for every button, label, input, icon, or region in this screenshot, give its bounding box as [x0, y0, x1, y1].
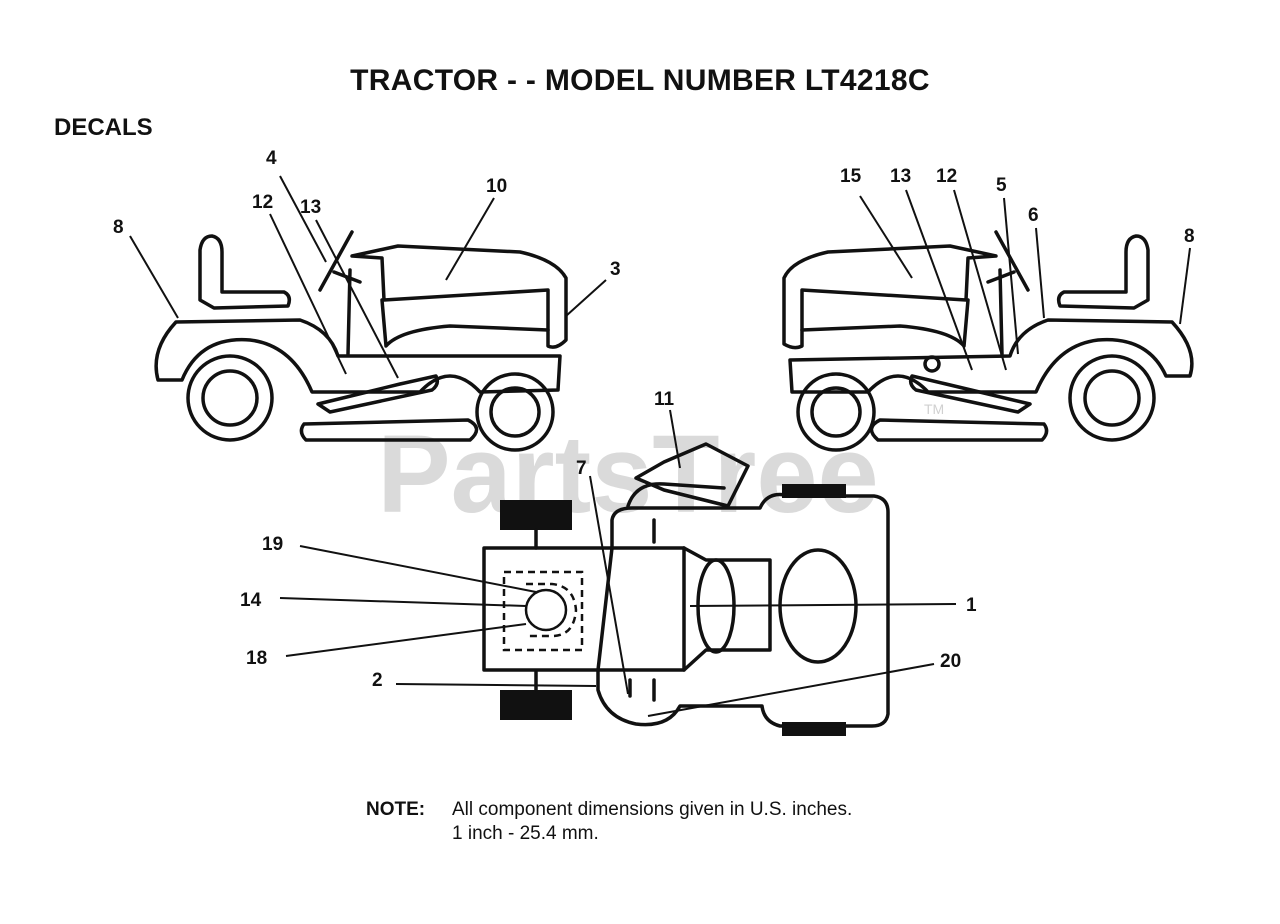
note-label: NOTE:	[366, 799, 426, 820]
left-side-callouts: 8 12 4 13 10 3	[113, 148, 621, 379]
footrest-right	[908, 374, 1032, 414]
section-label: DECALS	[54, 114, 153, 141]
discharge-chute-top	[634, 442, 750, 508]
callout-8-left: 8	[113, 217, 124, 238]
rear-tire-top-lower	[500, 690, 572, 720]
callout-3-left: 3	[610, 259, 621, 280]
mower-deck-right	[869, 418, 1049, 442]
note-line-1: All component dimensions given in U.S. i…	[452, 799, 853, 820]
callout-8-right: 8	[1184, 226, 1195, 247]
front-wheel-hub-right	[810, 386, 862, 438]
steering-wheel-left	[318, 230, 362, 292]
callout-4-left: 4	[266, 148, 277, 169]
callout-15-right: 15	[840, 166, 862, 187]
callout-20-top: 20	[940, 651, 961, 672]
front-tire-top-lower	[782, 722, 846, 736]
callout-7-top: 7	[576, 458, 587, 479]
right-side-callouts: 15 13 12 5 6 8	[840, 166, 1195, 371]
hood-lower-left	[380, 298, 550, 348]
callout-12-left: 12	[252, 192, 273, 213]
seat-decal-area-top	[502, 570, 584, 652]
top-view-callouts: 11 7 19 14 18 2 1 20	[240, 389, 977, 717]
callout-14-top: 14	[240, 590, 262, 611]
rear-fender-right	[788, 318, 1194, 394]
hood-lower-right	[800, 298, 970, 348]
seat-left	[198, 234, 292, 310]
note-line-2: 1 inch - 25.4 mm.	[452, 823, 599, 844]
front-wheel-left	[475, 372, 555, 452]
callout-2-top: 2	[372, 670, 383, 691]
callout-5-right: 5	[996, 175, 1007, 196]
callout-1-top: 1	[966, 595, 977, 616]
hood-left	[350, 244, 568, 349]
page-title: TRACTOR - - MODEL NUMBER LT4218C	[350, 64, 930, 97]
callout-13-left: 13	[300, 197, 321, 218]
hood-right	[782, 244, 998, 350]
seat-right	[1056, 234, 1150, 310]
callout-12-right: 12	[936, 166, 957, 187]
seat-outline-top	[526, 582, 578, 638]
chute-base-top	[626, 482, 726, 508]
watermark-trademark: TM	[924, 401, 944, 417]
mower-deck-left	[299, 418, 479, 442]
rear-wheel-right	[1068, 354, 1156, 442]
rear-wheel-left	[186, 354, 274, 442]
rear-wheel-hub-left	[201, 369, 259, 427]
callout-13-right: 13	[890, 166, 911, 187]
rear-fender-left	[154, 318, 562, 394]
footrest-left	[316, 374, 440, 414]
front-wheel-hub-left	[489, 386, 541, 438]
steering-hub-top	[524, 588, 568, 632]
callout-10-left: 10	[486, 176, 507, 197]
note-block: NOTE: All component dimensions given in U…	[366, 798, 852, 846]
callout-6-right: 6	[1028, 205, 1039, 226]
watermark-text: PartsTree	[377, 413, 878, 536]
mower-deck-top	[596, 492, 890, 728]
front-wheel-right	[796, 372, 876, 452]
rear-wheel-hub-right	[1083, 369, 1141, 427]
callout-11-top: 11	[654, 389, 675, 410]
rear-body-top	[482, 546, 686, 672]
steering-column-right	[998, 268, 1004, 356]
callout-18-top: 18	[246, 648, 267, 669]
rear-tire-top-upper	[500, 500, 572, 530]
callout-19-top: 19	[262, 534, 283, 555]
lift-lever-knob-right	[923, 355, 941, 373]
